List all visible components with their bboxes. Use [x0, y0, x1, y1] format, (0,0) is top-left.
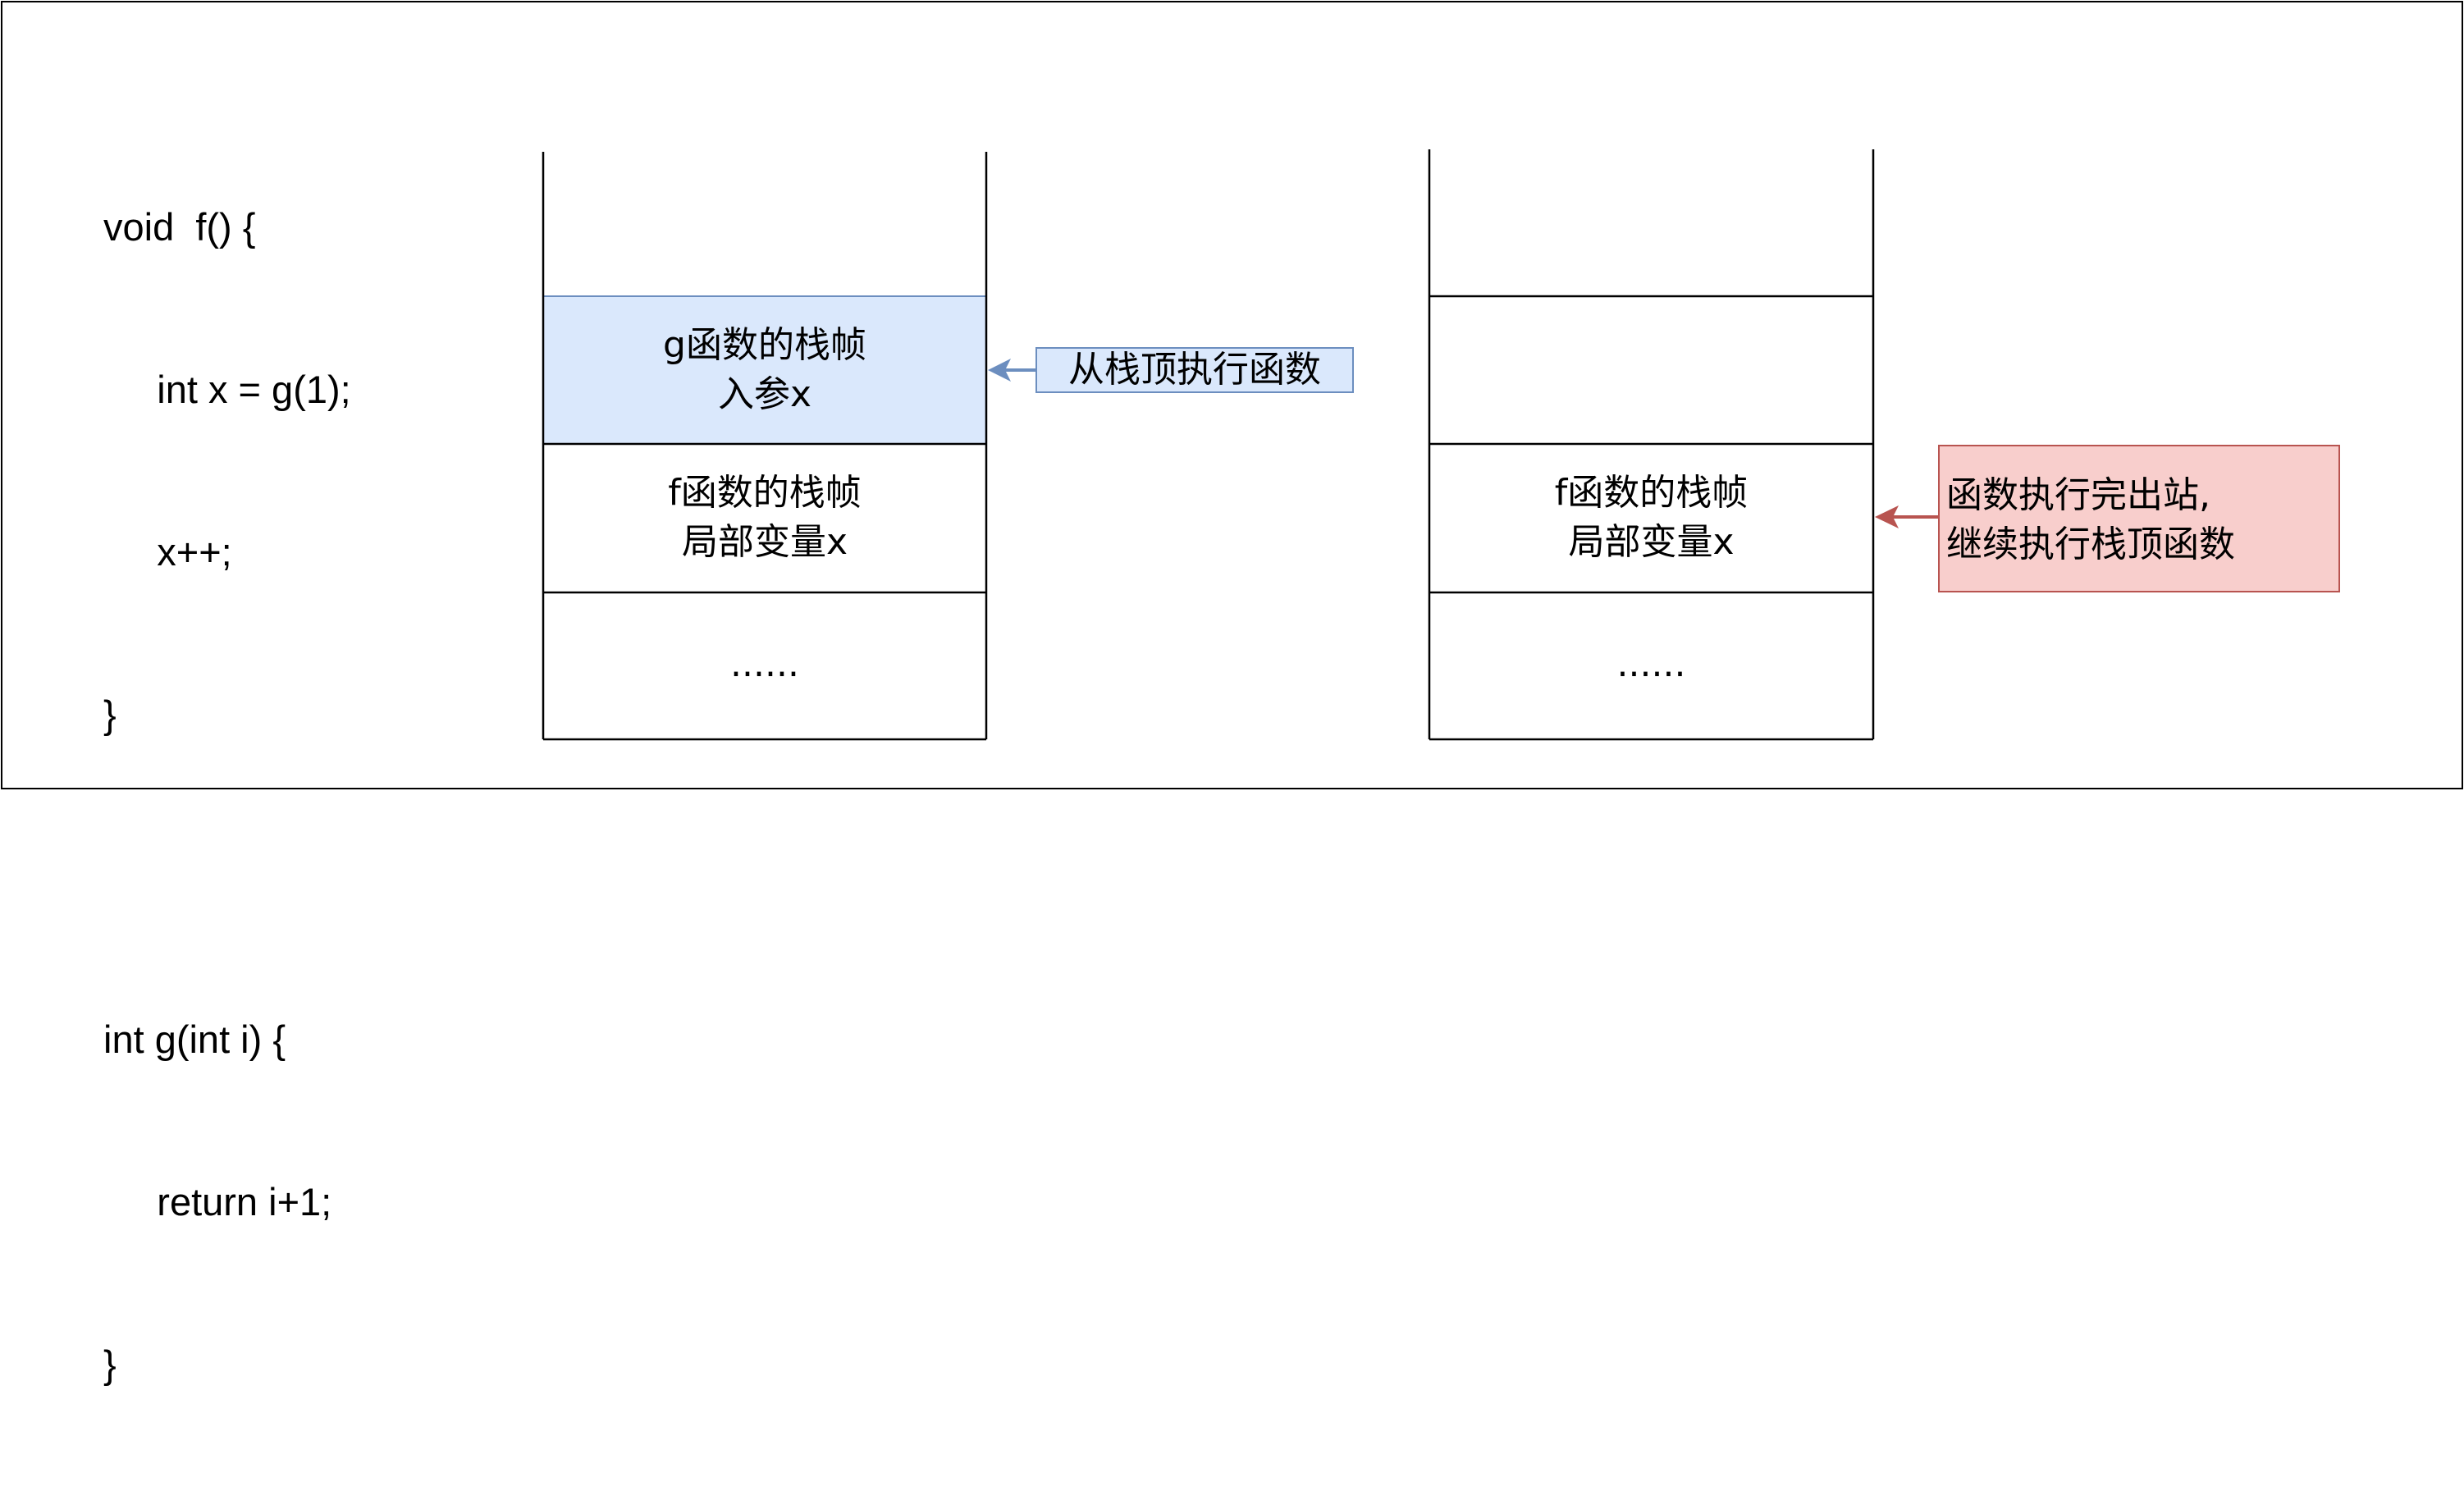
diagram-shapes: [542, 149, 1938, 741]
code-line: return i+1;: [103, 1180, 332, 1223]
right-f-frame-label: f函数的栈帧 局部变量x: [1429, 469, 1873, 566]
left-g-frame-label: g函数的栈帧 入参x: [543, 322, 986, 418]
f-frame-title: f函数的栈帧: [668, 472, 862, 514]
f-frame-local: 局部变量x: [681, 521, 848, 563]
left-f-frame-label: f函数的栈帧 局部变量x: [543, 469, 986, 566]
blue-arrow: [988, 359, 1035, 382]
red-arrow: [1875, 505, 1938, 528]
execute-top-label: 从栈顶执行函数: [1035, 347, 1354, 393]
pop-frame-label: 函数执行完出站, 继续执行栈顶函数: [1938, 445, 2340, 592]
code-line: [103, 850, 351, 904]
diagram-canvas: void f() { int x = g(1); x++; } int g(in…: [1, 1, 2463, 1386]
code-line: }: [103, 1342, 117, 1386]
code-line: x++;: [103, 530, 232, 574]
right-stack: [1428, 149, 1875, 741]
blue-arrow-head: [988, 359, 1011, 382]
pop-frame-line2: 继续执行栈顶函数: [1946, 524, 2235, 565]
f-frame-title: f函数的栈帧: [1554, 472, 1749, 514]
code-line: void f() {: [103, 205, 256, 249]
code-line: int g(int i) {: [103, 1018, 286, 1061]
g-frame-param: 入参x: [717, 373, 812, 415]
f-frame-local: 局部变量x: [1568, 521, 1735, 563]
code-line: }: [103, 693, 117, 736]
code-line: int x = g(1);: [103, 368, 351, 411]
diagram-border: [1, 1, 2463, 789]
pop-frame-line1: 函数执行完出站,: [1946, 474, 2210, 516]
red-arrow-head: [1875, 505, 1899, 528]
ellipsis-text: ......: [730, 643, 799, 685]
g-frame-title: g函数的栈帧: [663, 324, 866, 366]
ellipsis-text: ......: [1616, 643, 1686, 685]
right-bottom-ellipsis: ......: [1429, 640, 1873, 689]
left-bottom-ellipsis: ......: [543, 640, 986, 689]
left-stack: [542, 152, 988, 741]
